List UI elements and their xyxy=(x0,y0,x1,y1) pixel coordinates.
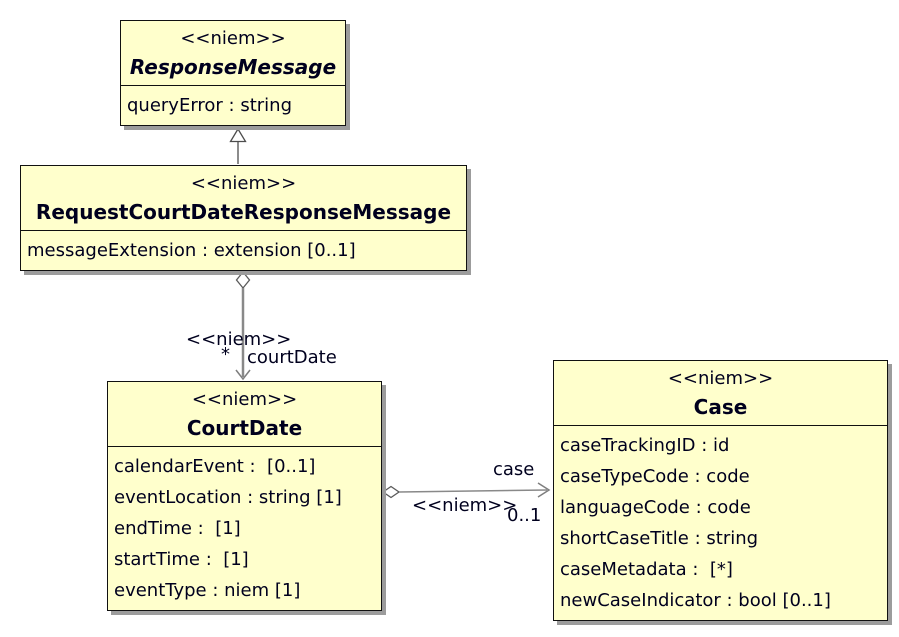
class-name: RequestCourtDateResponseMessage xyxy=(35,200,452,224)
attributes-compartment: queryError : string xyxy=(121,86,345,125)
class-court-date[interactable]: <<niem>> CourtDate calendarEvent : [0..1… xyxy=(107,381,382,611)
attribute: caseMetadata : [*] xyxy=(560,559,733,580)
attributes-compartment: messageExtension : extension [0..1] xyxy=(21,231,466,270)
attribute: startTime : [1] xyxy=(114,549,249,570)
case-edge-role-label: case xyxy=(493,459,535,480)
class-response-message[interactable]: <<niem>> ResponseMessage queryError : st… xyxy=(120,20,346,126)
attribute: eventType : niem [1] xyxy=(114,580,301,601)
class-case[interactable]: <<niem>> Case caseTrackingID : id caseTy… xyxy=(553,360,888,621)
class-request-court-date-response-message[interactable]: <<niem>> RequestCourtDateResponseMessage… xyxy=(20,165,467,271)
class-header: <<niem>> Case xyxy=(554,361,887,426)
class-name: ResponseMessage xyxy=(129,55,337,79)
courtdate-edge-stereotype-label: <<niem>> xyxy=(186,329,292,350)
class-name: CourtDate xyxy=(186,416,303,440)
stereotype-label: <<niem>> xyxy=(180,28,286,49)
courtdate-aggregation-connector[interactable] xyxy=(235,270,251,381)
attribute: languageCode : code xyxy=(560,497,751,518)
courtdate-edge-role-label: courtDate xyxy=(247,347,337,368)
attributes-compartment: caseTrackingID : id caseTypeCode : code … xyxy=(554,426,887,620)
stereotype-label: <<niem>> xyxy=(191,389,298,410)
stereotype-label: <<niem>> xyxy=(667,368,774,389)
attribute: shortCaseTitle : string xyxy=(560,528,759,549)
generalization-connector[interactable] xyxy=(229,127,247,164)
courtdate-edge-multiplicity-label: * xyxy=(221,344,230,365)
attribute: caseTypeCode : code xyxy=(560,466,750,487)
case-aggregation-connector[interactable] xyxy=(381,482,551,499)
class-header: <<niem>> RequestCourtDateResponseMessage xyxy=(21,166,466,231)
attributes-compartment: calendarEvent : [0..1] eventLocation : s… xyxy=(108,447,381,610)
attribute: endTime : [1] xyxy=(114,518,241,539)
stereotype-label: <<niem>> xyxy=(190,173,297,194)
attribute: queryError : string xyxy=(127,95,293,116)
attribute: eventLocation : string [1] xyxy=(114,487,342,508)
case-edge-stereotype-label: <<niem>> xyxy=(412,495,518,516)
class-header: <<niem>> CourtDate xyxy=(108,382,381,447)
attribute: messageExtension : extension [0..1] xyxy=(27,240,356,261)
class-name: Case xyxy=(693,395,748,419)
attribute: calendarEvent : [0..1] xyxy=(114,456,316,477)
attribute: caseTrackingID : id xyxy=(560,435,730,456)
attribute: newCaseIndicator : bool [0..1] xyxy=(560,590,831,611)
class-header: <<niem>> ResponseMessage xyxy=(121,21,345,86)
case-edge-multiplicity-label: 0..1 xyxy=(507,505,542,526)
